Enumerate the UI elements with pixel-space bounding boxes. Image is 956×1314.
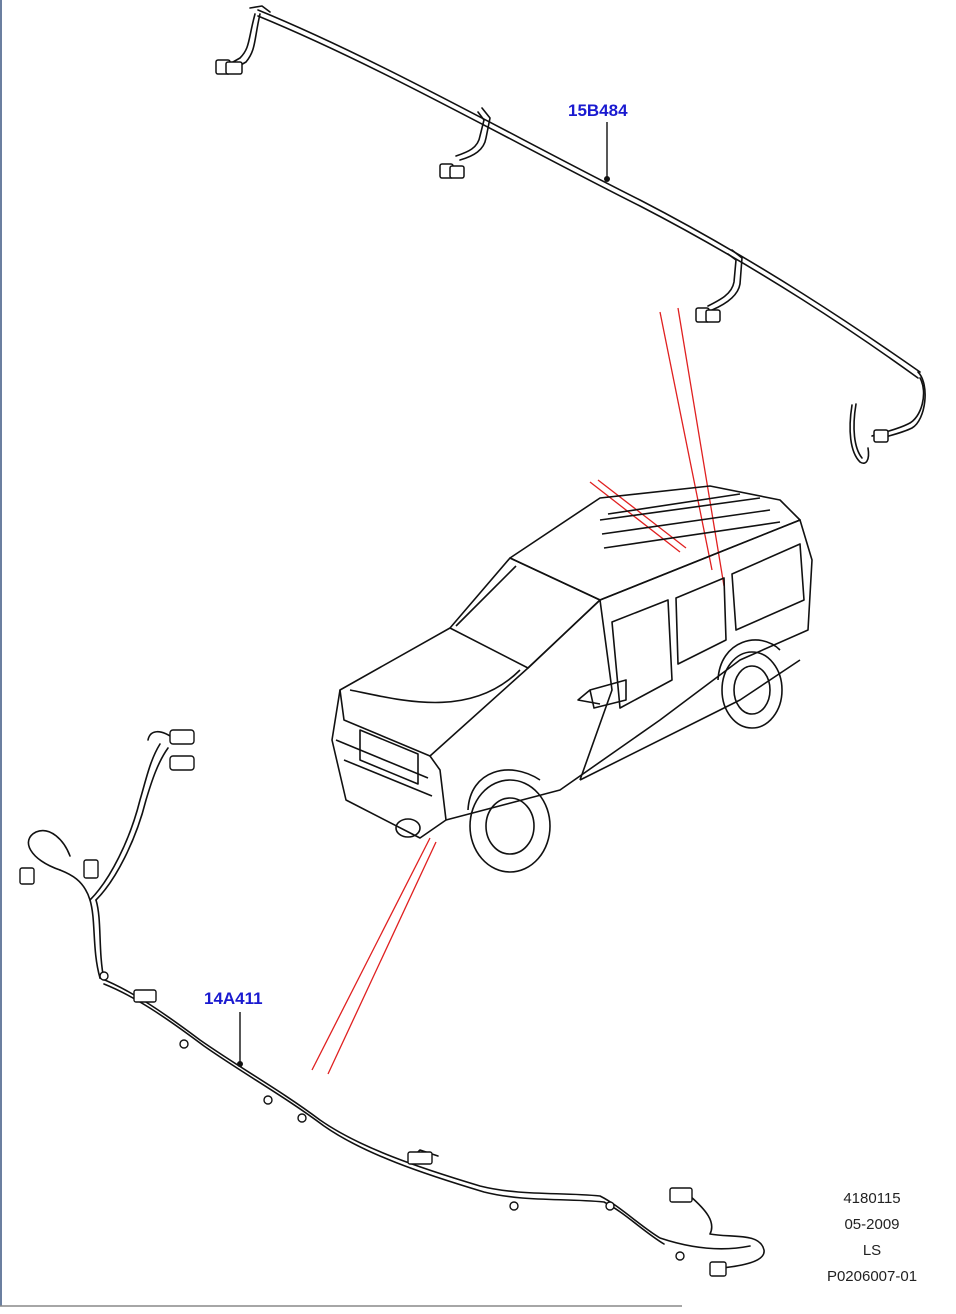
reference-illustration-id: P0206007-01 [826,1268,918,1285]
lower-connectors [19,729,727,1277]
connector-upper-3 [695,307,721,323]
reference-number: 4180115 [843,1190,901,1207]
reference-code: LS [862,1242,882,1259]
callout-15B484[interactable]: 15B484 [568,101,628,120]
red-leader-lines [311,307,725,1075]
connector-upper-1 [215,59,243,75]
connector-upper-2 [439,163,465,179]
reference-date: 05-2009 [844,1216,900,1233]
leader-dot-14A411 [237,1061,243,1067]
vehicle-drawing [331,485,813,873]
leader-dot-15B484 [604,176,610,182]
harness-14A411[interactable] [27,730,765,1269]
connector-upper-4 [873,429,889,443]
harness-15B484[interactable] [225,5,926,464]
callout-14A411[interactable]: 14A411 [204,989,263,1008]
